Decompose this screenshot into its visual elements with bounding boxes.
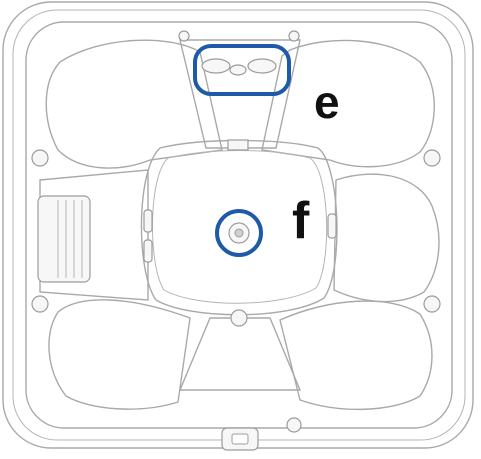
valve-icon bbox=[424, 296, 440, 312]
jet-icon bbox=[230, 65, 246, 75]
valve-icon bbox=[32, 150, 48, 166]
callout-label-e: e bbox=[314, 76, 340, 128]
seat-bottom-left bbox=[49, 300, 190, 409]
seat-right bbox=[334, 174, 439, 301]
valve-icon bbox=[32, 296, 48, 312]
seat-bottom-right bbox=[280, 301, 432, 409]
filter-housing bbox=[38, 196, 90, 282]
jet-icon bbox=[248, 59, 276, 73]
valve-icon bbox=[424, 150, 440, 166]
jet-icon bbox=[231, 310, 247, 326]
valve-icon bbox=[287, 418, 301, 432]
jet-icon bbox=[202, 59, 230, 73]
callout-label-f: f bbox=[292, 192, 310, 250]
